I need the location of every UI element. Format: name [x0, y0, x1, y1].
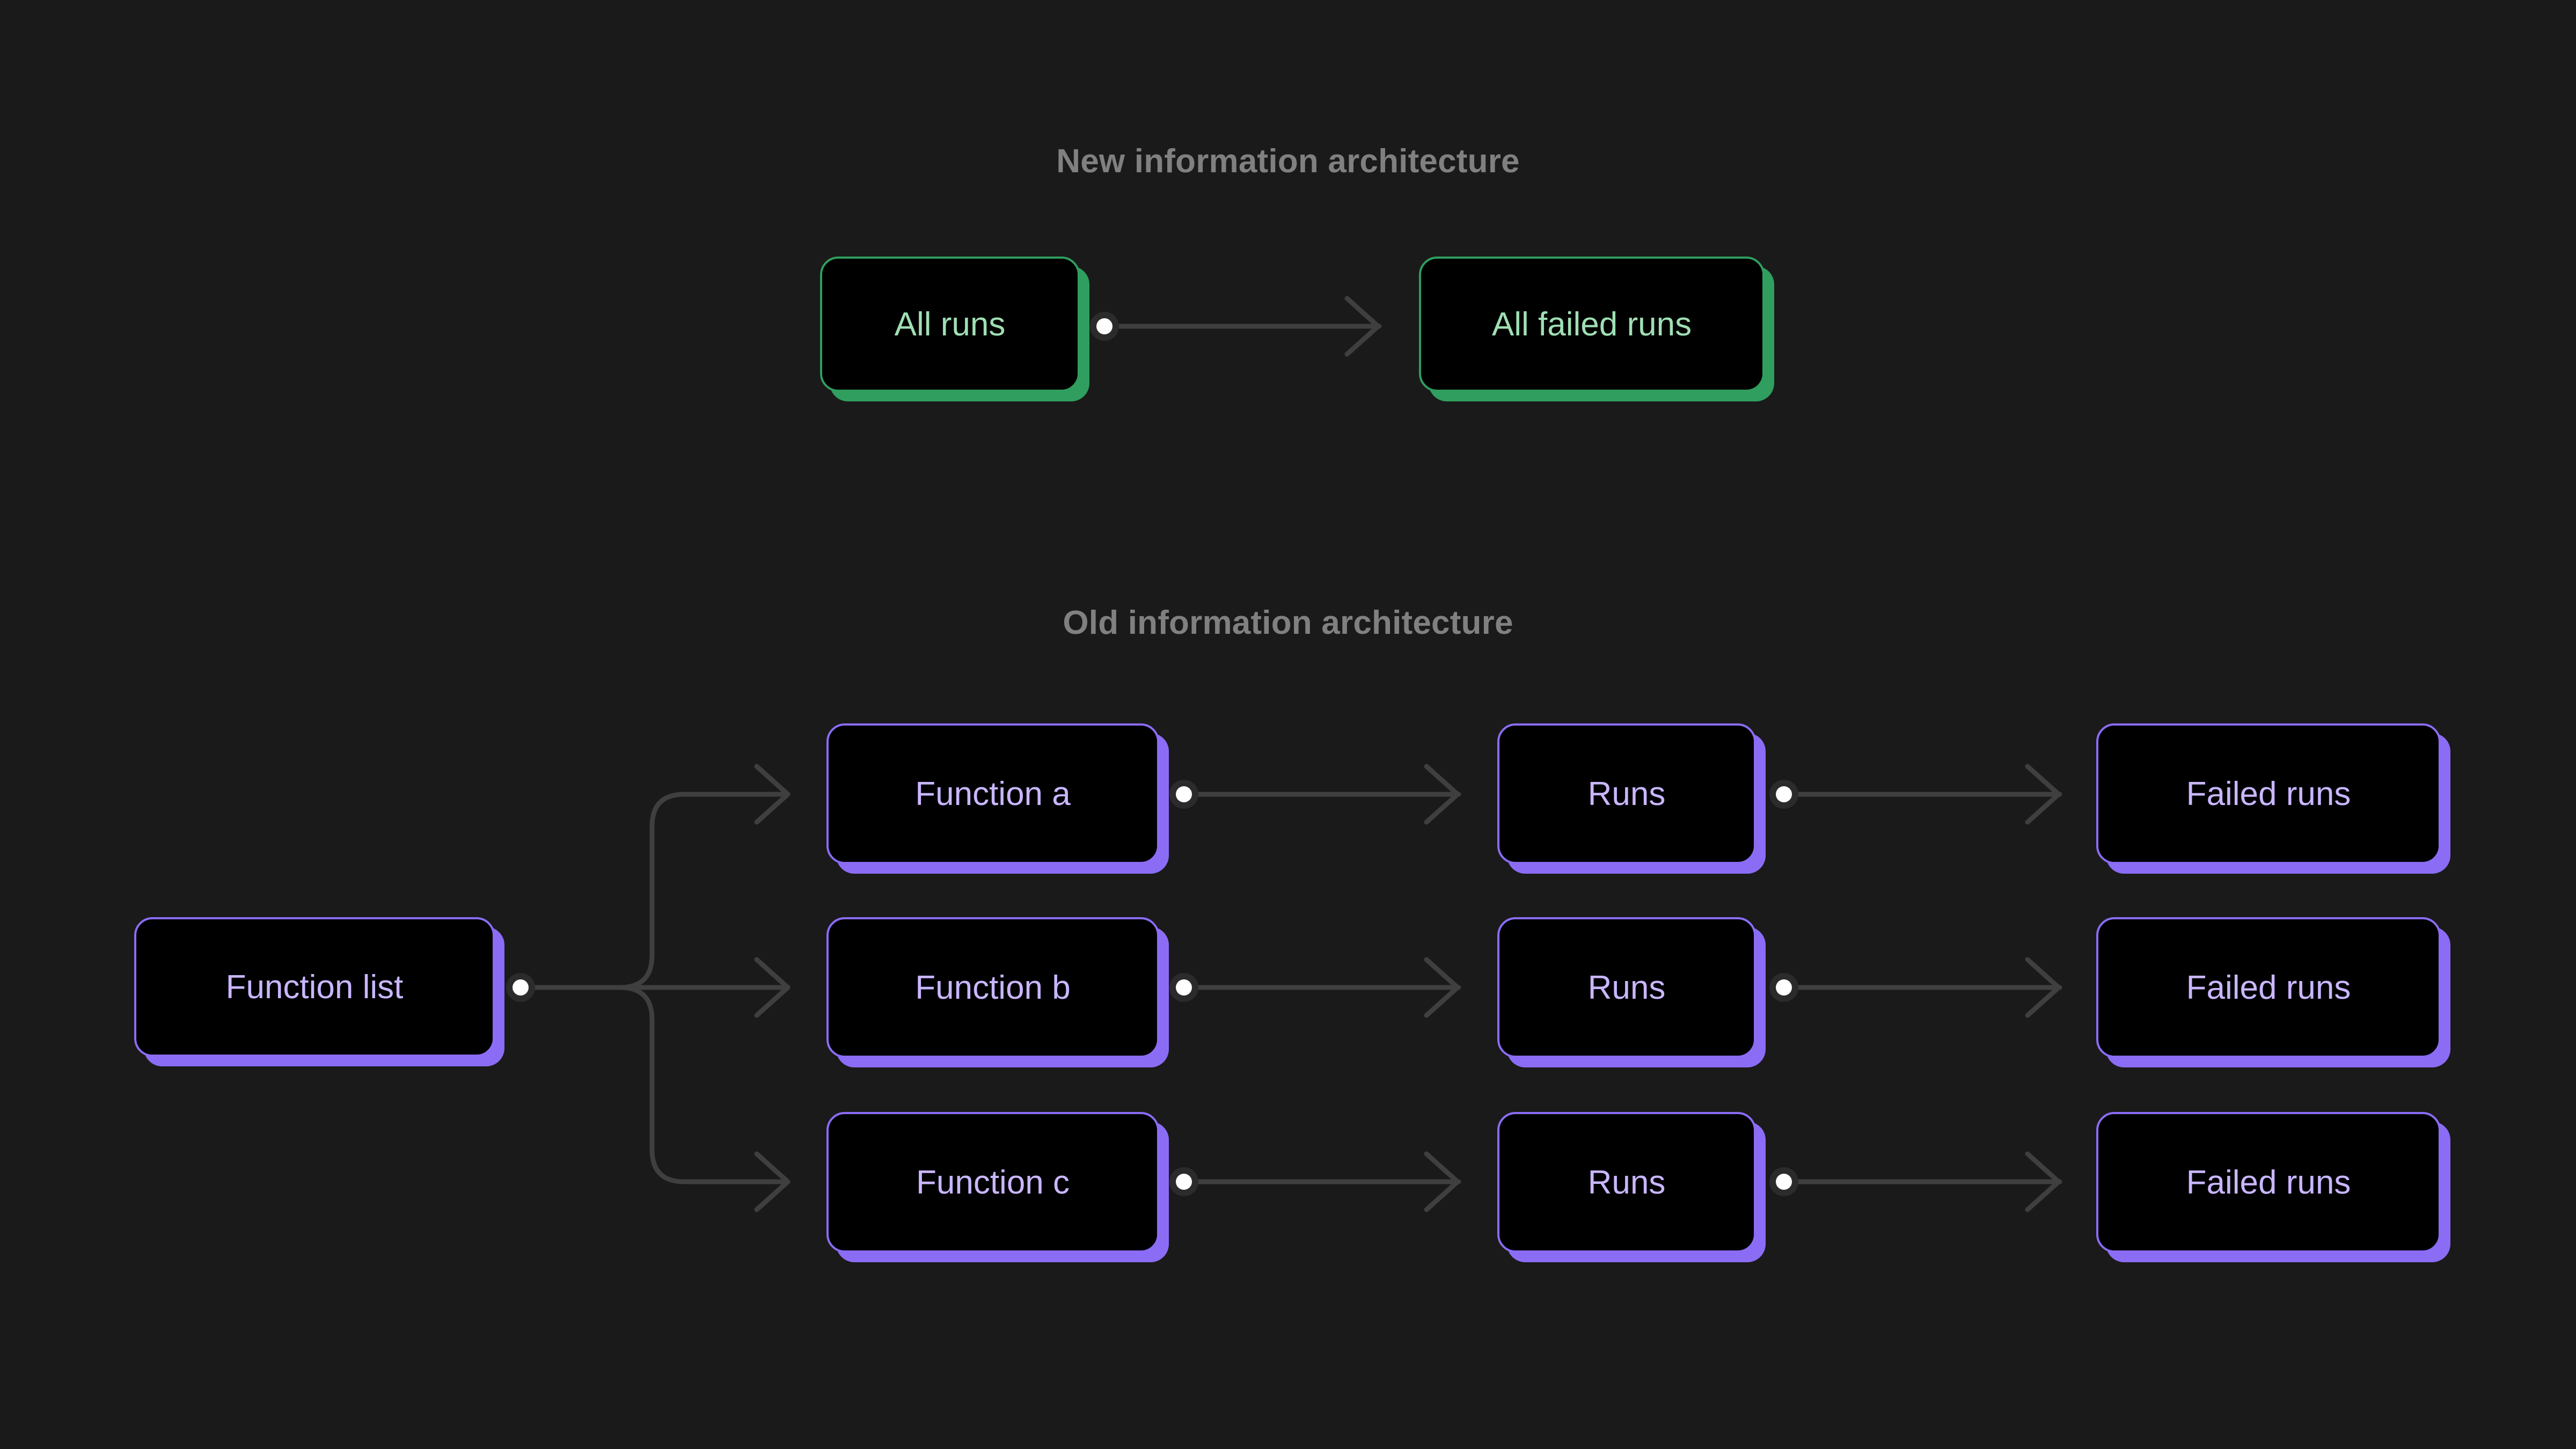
node-label: Failed runs: [2186, 1163, 2351, 1201]
node-label: Function b: [915, 969, 1071, 1006]
edge-function-a-to-runs-a: [1169, 764, 1461, 825]
node-all-failed-runs[interactable]: All failed runs: [1419, 257, 1765, 392]
node-function-b[interactable]: Function b: [826, 917, 1159, 1058]
node-label: All runs: [894, 305, 1006, 343]
node-failed-runs-c[interactable]: Failed runs: [2096, 1112, 2441, 1253]
node-runs-a[interactable]: Runs: [1497, 723, 1756, 864]
section-title-new-architecture: New information architecture: [1056, 143, 1520, 180]
node-label: Runs: [1587, 775, 1666, 813]
node-label: Failed runs: [2186, 775, 2351, 813]
node-function-list[interactable]: Function list: [134, 917, 495, 1057]
node-label: Function a: [915, 775, 1071, 813]
node-label: Failed runs: [2186, 969, 2351, 1006]
edge-all-runs-to-all-failed-runs: [1090, 296, 1382, 357]
edge-runs-b-to-failed-runs-b: [1769, 957, 2062, 1018]
node-label: Runs: [1587, 969, 1666, 1006]
node-label: Function list: [225, 968, 404, 1006]
node-label: Runs: [1587, 1163, 1666, 1201]
node-label: Function c: [916, 1163, 1070, 1201]
edge-runs-c-to-failed-runs-c: [1769, 1151, 2062, 1212]
node-runs-b[interactable]: Runs: [1497, 917, 1756, 1058]
edge-function-list-branch: [506, 764, 791, 1212]
node-failed-runs-b[interactable]: Failed runs: [2096, 917, 2441, 1058]
section-title-old-architecture: Old information architecture: [1063, 604, 1513, 641]
node-failed-runs-a[interactable]: Failed runs: [2096, 723, 2441, 864]
node-runs-c[interactable]: Runs: [1497, 1112, 1756, 1253]
edge-function-b-to-runs-b: [1169, 957, 1461, 1018]
edge-function-c-to-runs-c: [1169, 1151, 1461, 1212]
node-all-runs[interactable]: All runs: [820, 257, 1080, 392]
node-function-c[interactable]: Function c: [826, 1112, 1159, 1253]
node-label: All failed runs: [1491, 305, 1692, 343]
node-function-a[interactable]: Function a: [826, 723, 1159, 864]
edge-runs-a-to-failed-runs-a: [1769, 764, 2062, 825]
